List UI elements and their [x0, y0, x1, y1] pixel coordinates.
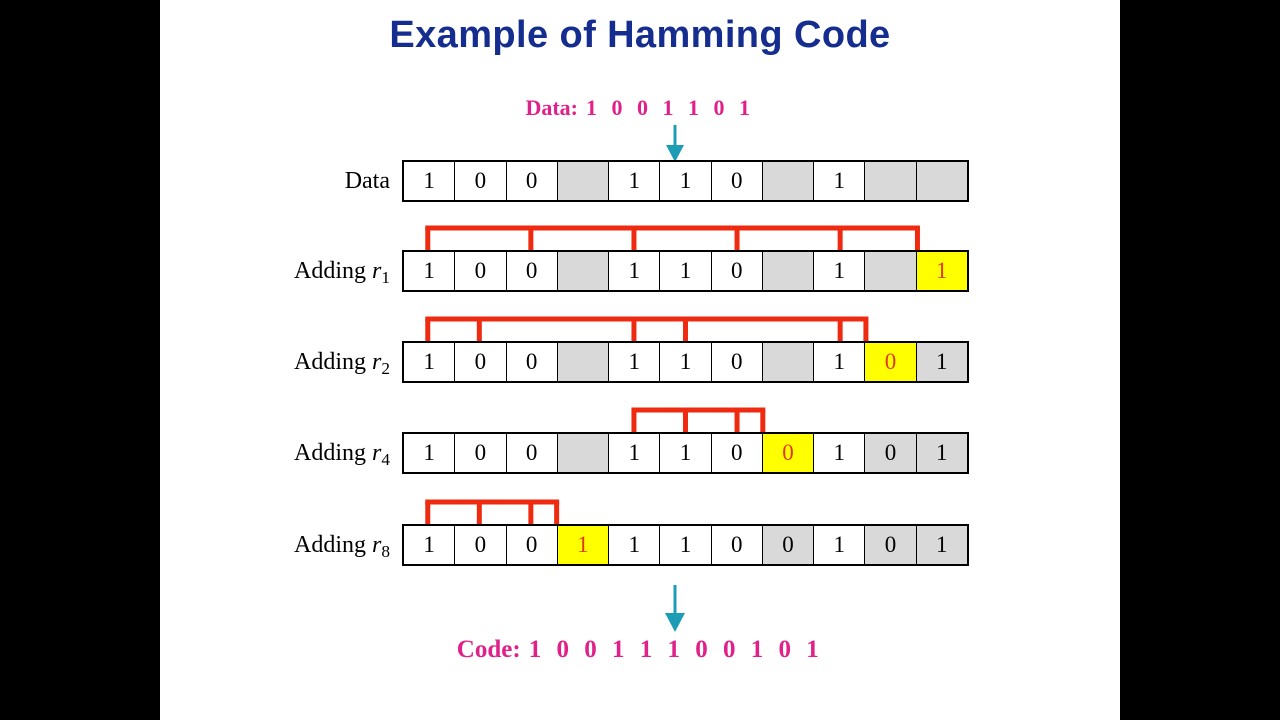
data-caption-bits: 1 0 0 1 1 0 1	[586, 95, 755, 120]
adding-r1-row-cell-11[interactable]: 1	[916, 252, 967, 290]
adding-r4-row-parity-bracket	[402, 407, 969, 433]
adding-r1-row-cell-1[interactable]: 1	[404, 252, 456, 290]
adding-r1-row-label: Adding r1	[294, 258, 390, 287]
code-caption: Code: 1 0 0 1 1 1 0 0 1 0 1	[160, 636, 1120, 664]
data-row-cell-3[interactable]: 0	[506, 162, 558, 200]
adding-r2-row-cell-9[interactable]: 1	[814, 343, 866, 381]
code-output-arrow	[665, 585, 685, 632]
adding-r8-row-cell-11[interactable]: 1	[916, 526, 967, 564]
adding-r8-row-label: Adding r8	[294, 532, 390, 561]
adding-r8-row-cell-8[interactable]: 0	[762, 526, 815, 564]
data-row-cell-1[interactable]: 1	[404, 162, 456, 200]
adding-r2-row-cell-11[interactable]: 1	[916, 343, 967, 381]
code-caption-bits: 1 0 0 1 1 1 0 0 1 0 1	[528, 636, 824, 663]
adding-r4-row-cell-10[interactable]: 0	[865, 434, 917, 472]
adding-r2-row-parity-bracket	[402, 316, 969, 342]
adding-r2-row-cell-4[interactable]	[557, 343, 610, 381]
adding-r1-row-cell-4[interactable]	[557, 252, 610, 290]
data-row-cell-8[interactable]	[762, 162, 815, 200]
data-row-cell-7[interactable]: 0	[711, 162, 763, 200]
data-row-cell-6[interactable]: 1	[660, 162, 712, 200]
adding-r2-row-cell-6[interactable]: 1	[660, 343, 712, 381]
adding-r8-row-cell-6[interactable]: 1	[660, 526, 712, 564]
adding-r2-row-cell-8[interactable]	[762, 343, 815, 381]
adding-r2-row-cell-1[interactable]: 1	[404, 343, 456, 381]
adding-r4-row-cell-9[interactable]: 1	[814, 434, 866, 472]
adding-r8-row-cell-7[interactable]: 0	[711, 526, 763, 564]
adding-r2-row-cell-10[interactable]: 0	[865, 343, 917, 381]
adding-r1-row-cell-6[interactable]: 1	[660, 252, 712, 290]
adding-r1-row-parity-bracket	[402, 225, 969, 251]
adding-r1-row-cell-7[interactable]: 0	[711, 252, 763, 290]
adding-r8-row-cell-4[interactable]: 1	[557, 526, 610, 564]
adding-r4-row-cell-5[interactable]: 1	[609, 434, 661, 472]
data-row-cell-9[interactable]: 1	[814, 162, 866, 200]
adding-r2-row-cell-5[interactable]: 1	[609, 343, 661, 381]
data-caption: Data: 1 0 0 1 1 0 1	[160, 95, 1120, 121]
adding-r2-row-cell-7[interactable]: 0	[711, 343, 763, 381]
adding-r4-row-cell-3[interactable]: 0	[506, 434, 558, 472]
data-row-cell-11[interactable]	[916, 162, 967, 200]
adding-r4-row-cell-2[interactable]: 0	[455, 434, 507, 472]
adding-r4-row-cell-4[interactable]	[557, 434, 610, 472]
data-input-arrow	[666, 125, 684, 162]
adding-r1-row-cell-3[interactable]: 0	[506, 252, 558, 290]
code-caption-label: Code:	[456, 636, 521, 663]
adding-r4-row-cell-11[interactable]: 1	[916, 434, 967, 472]
adding-r4-row-label: Adding r4	[294, 440, 390, 469]
adding-r8-row-cell-2[interactable]: 0	[455, 526, 507, 564]
letterbox-left	[0, 0, 160, 720]
adding-r8-row-cell-9[interactable]: 1	[814, 526, 866, 564]
adding-r4-row-cell-8[interactable]: 0	[762, 434, 815, 472]
data-row-cell-10[interactable]	[865, 162, 917, 200]
adding-r8-row-parity-bracket	[402, 499, 969, 525]
adding-r4-row-cell-6[interactable]: 1	[660, 434, 712, 472]
adding-r1-row-cell-8[interactable]	[762, 252, 815, 290]
adding-r4-row-cell-7[interactable]: 0	[711, 434, 763, 472]
adding-r4-row-cell-1[interactable]: 1	[404, 434, 456, 472]
data-row-cell-4[interactable]	[557, 162, 610, 200]
adding-r2-row-label: Adding r2	[294, 349, 390, 378]
adding-r1-row-cell-2[interactable]: 0	[455, 252, 507, 290]
letterbox-right	[1120, 0, 1280, 720]
adding-r2-row-cell-3[interactable]: 0	[506, 343, 558, 381]
page-title: Example of Hamming Code	[389, 14, 891, 56]
adding-r2-row-cell-2[interactable]: 0	[455, 343, 507, 381]
adding-r8-row-cell-5[interactable]: 1	[609, 526, 661, 564]
adding-r8-row-cell-3[interactable]: 0	[506, 526, 558, 564]
adding-r1-row-cell-10[interactable]	[865, 252, 917, 290]
data-row-label: Data	[344, 168, 390, 194]
adding-r1-row-cell-5[interactable]: 1	[609, 252, 661, 290]
data-row-cell-2[interactable]: 0	[455, 162, 507, 200]
data-caption-label: Data:	[525, 95, 579, 120]
data-row-cell-5[interactable]: 1	[609, 162, 661, 200]
adding-r8-row-cell-10[interactable]: 0	[865, 526, 917, 564]
adding-r1-row-cell-9[interactable]: 1	[814, 252, 866, 290]
adding-r8-row-cell-1[interactable]: 1	[404, 526, 456, 564]
slide-canvas: Example of Hamming Code Data: 1 0 0 1 1 0…	[160, 0, 1120, 720]
